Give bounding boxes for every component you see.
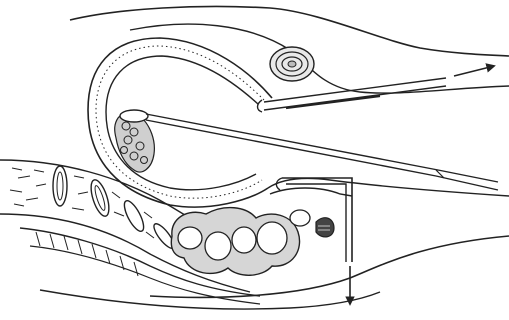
bottom-contour [40, 290, 380, 309]
cervix-upper [268, 178, 509, 196]
bowel-loops [171, 208, 310, 276]
ring-structure [270, 47, 314, 81]
cervix-lower [270, 188, 352, 196]
small-dark-structure [316, 218, 334, 237]
